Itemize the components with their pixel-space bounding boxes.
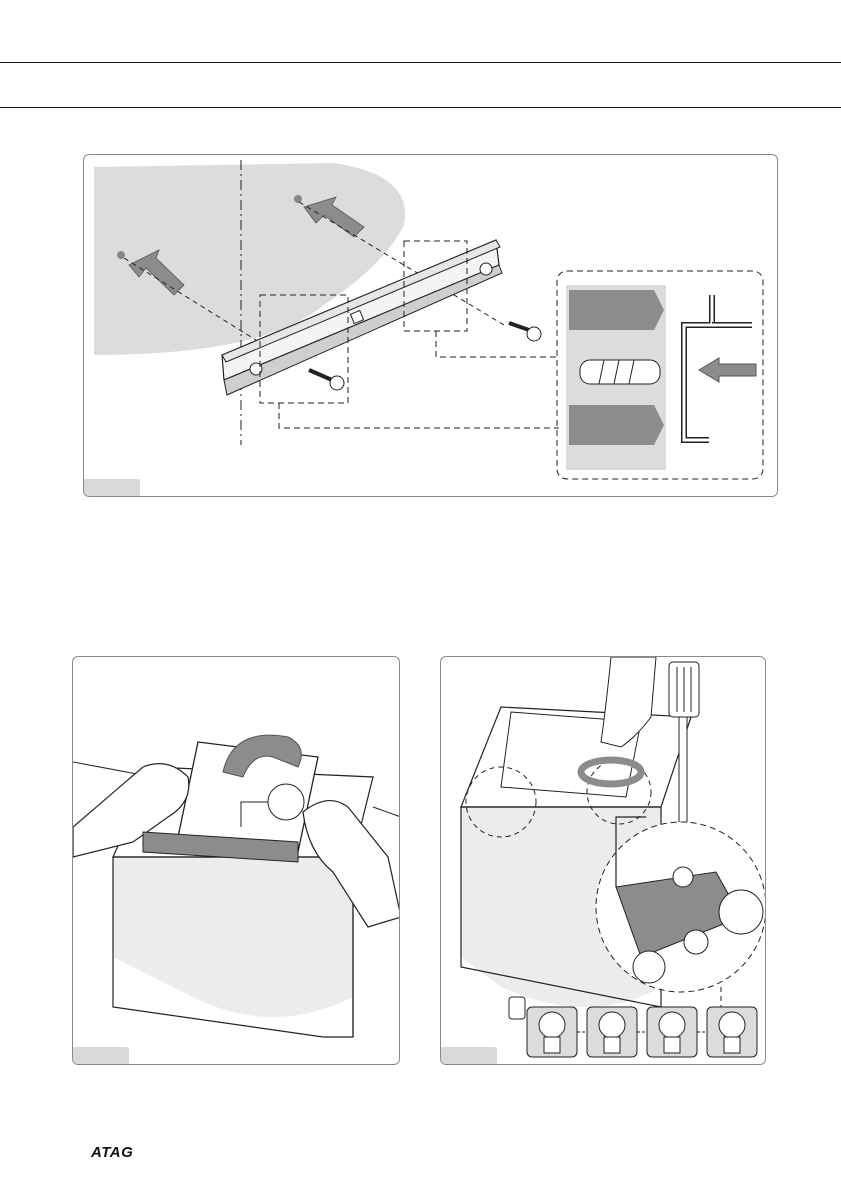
figure-tab [84,479,140,496]
wall-bracket-illustration [84,155,778,497]
drill-mark-right [294,195,302,203]
drill-mark-left [117,251,125,259]
figure-tab [73,1047,129,1064]
figure-wall-bracket [83,154,778,497]
wall-plug [580,360,660,384]
figure-filter-cover [72,656,400,1065]
header-rule-top [0,62,841,63]
detail-screw [684,930,708,954]
screw-item [707,1007,757,1057]
callout-circle [268,784,304,820]
figure-tab [441,1047,497,1064]
screw-fixing-illustration [441,657,766,1065]
screw-item [527,1007,577,1057]
screw-item [647,1007,697,1057]
screw-row [527,1007,757,1057]
screw-item [587,1007,637,1057]
hood-shade [113,857,353,1017]
header-rule-bottom [0,107,841,108]
screw-left [309,370,344,390]
figure-screw-fixing [440,656,766,1065]
step-marker [509,997,525,1019]
brand-logo: ATAG [91,1144,133,1161]
detail-arrow [699,358,756,382]
rail-screw-right [480,263,492,275]
filter-cover-illustration [73,657,400,1065]
callout-circle [633,951,665,983]
screw-right [509,323,541,341]
